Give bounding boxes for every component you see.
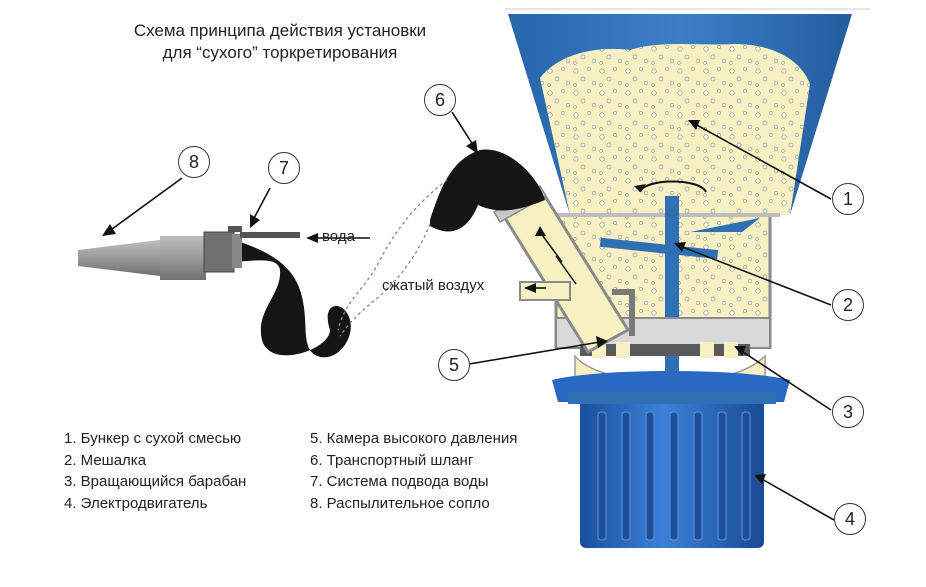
transport-hose bbox=[228, 149, 545, 358]
water-label: вода bbox=[322, 228, 355, 245]
air-inlet-pipe bbox=[519, 281, 571, 301]
title-line-2: для “сухого” торкретирования bbox=[162, 43, 398, 62]
callout-5: 5 bbox=[438, 349, 470, 381]
legend-item-1: 1. Бункер с сухой смесью bbox=[64, 430, 242, 447]
callout-1: 1 bbox=[832, 183, 864, 215]
legend-item-4: 4. Электродвигатель bbox=[64, 494, 208, 512]
legend-item-3: 3. Вращающийся барабан bbox=[64, 473, 247, 490]
callout-2: 2 bbox=[832, 289, 864, 321]
dry-mix-texture bbox=[540, 44, 810, 215]
legend-item-5: 5. Камера высокого давления bbox=[310, 430, 518, 447]
legend-item-2: 2. Мешалка bbox=[64, 451, 147, 469]
leader-lines bbox=[107, 111, 835, 521]
water-pipe bbox=[240, 232, 300, 238]
legend-item-7: 7. Система подвода воды bbox=[310, 473, 489, 490]
callout-3: 3 bbox=[832, 396, 864, 428]
callout-6: 6 bbox=[424, 84, 456, 116]
compressed-air-label: сжатый воздух bbox=[382, 277, 485, 294]
title-line-1: Схема принципа действия установки bbox=[133, 21, 427, 40]
nozzle-assembly bbox=[78, 226, 300, 280]
legend-item-6: 6. Транспортный шланг bbox=[310, 451, 474, 469]
legend-left: 1. Бункер с сухой смесью 2. Мешалка 3. В… bbox=[64, 428, 246, 514]
diagram-title: Схема принципа действия установки для “с… bbox=[60, 20, 500, 64]
callout-7: 7 bbox=[268, 152, 300, 184]
legend-right: 5. Камера высокого давления 6. Транспорт… bbox=[310, 428, 517, 514]
legend-item-8: 8. Распылительное сопло bbox=[310, 494, 490, 512]
callout-8: 8 bbox=[178, 146, 210, 178]
arrow-heads bbox=[102, 120, 766, 484]
electric-motor bbox=[552, 371, 790, 548]
callout-4: 4 bbox=[834, 503, 866, 535]
